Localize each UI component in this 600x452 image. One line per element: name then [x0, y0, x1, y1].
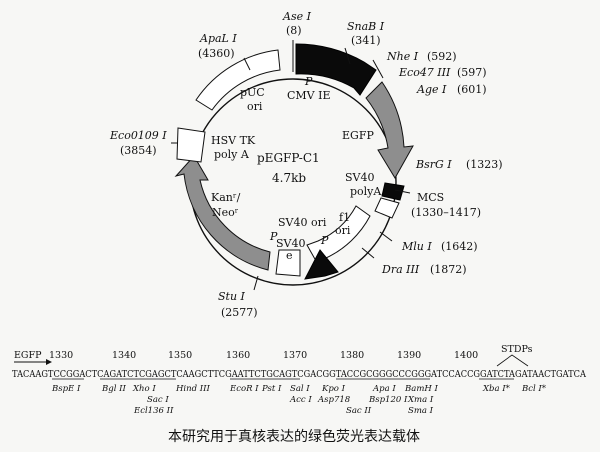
- seq-num-1390: 1390: [397, 350, 421, 361]
- seq-dna: TACAAGTCCGGACTCAGATCTCGAGCTCAAGCTTCGAATT…: [12, 369, 586, 380]
- seq-num-1380: 1380: [340, 350, 364, 361]
- f1-label-2: ori: [335, 224, 351, 237]
- seq-num-1330: 1330: [49, 350, 73, 361]
- enz-xmai: Xma I: [407, 395, 434, 405]
- enz-ecl136ii: Ecl136 II: [133, 406, 174, 416]
- p-label: P: [320, 234, 329, 247]
- enz-kpoi: Kpo I: [321, 384, 346, 394]
- enz-xhoi: Xho I: [132, 384, 156, 394]
- psv40-black-arrow: [304, 249, 339, 280]
- site-snabi-pos: (341): [351, 34, 381, 47]
- puc-label-1: pUC: [240, 86, 265, 99]
- enz-apai: Apa I: [372, 384, 396, 394]
- enz-asp718: Asp718: [317, 395, 351, 405]
- site-bsrgi-pos: (1323): [466, 158, 503, 171]
- site-asei-pos: (8): [286, 24, 302, 37]
- sv40polya-label-1: SV40: [345, 171, 374, 184]
- site-agei-pos: (601): [457, 83, 487, 96]
- mcs-sequence: EGFP STDPs 1330 1340 1350 1360 1370 1380…: [12, 344, 586, 416]
- seq-num-1340: 1340: [112, 350, 136, 361]
- puc-label-2: ori: [247, 100, 263, 113]
- mcs-block: [374, 197, 400, 219]
- sv40-polya-block: [381, 182, 405, 201]
- site-draiii-pos: (1872): [430, 263, 467, 276]
- draiii-tick: [361, 247, 375, 259]
- site-asei-name: Ase I: [282, 10, 312, 23]
- stui-tick: [253, 275, 259, 291]
- pcmv-promoter-arrow: [295, 43, 377, 96]
- enz-smai: Sma I: [408, 406, 434, 416]
- snabi-tick: [344, 47, 351, 65]
- enz-hindiii: Hind III: [175, 384, 210, 394]
- enz-saci: Sac I: [147, 395, 169, 405]
- enz-acci: Acc I: [289, 395, 312, 405]
- mlui-tick: [379, 231, 393, 242]
- seq-num-1360: 1360: [226, 350, 250, 361]
- site-eco47-name: Eco47 III: [398, 66, 451, 79]
- site-eco0109-pos: (3854): [120, 144, 157, 157]
- site-nhei-pos: (592): [427, 50, 457, 63]
- kan-neo-arrow: [174, 155, 271, 271]
- hsvtk-polya-block: [176, 127, 206, 163]
- kanneo-label-1: Kanʳ/: [211, 191, 241, 204]
- enz-bcli: Bcl I*: [521, 384, 547, 394]
- site-mlui-pos: (1642): [441, 240, 478, 253]
- seq-stdps-bracket: [496, 354, 529, 367]
- seq-num-1370: 1370: [283, 350, 307, 361]
- enz-bspei: BspE I: [51, 384, 81, 394]
- psv40-p-label: P: [269, 230, 278, 243]
- site-apali-pos: (4360): [198, 47, 235, 60]
- enz-sali: Sal I: [290, 384, 310, 394]
- f1-ori-arrow: [306, 205, 371, 269]
- sv40polya-label-2: polyA: [350, 185, 382, 198]
- site-eco47-pos: (597): [457, 66, 487, 79]
- psv40-e-label: e: [286, 249, 293, 262]
- enz-bsp120i: Bsp120 I: [368, 395, 408, 405]
- site-snabi-name: SnaB I: [347, 20, 385, 33]
- sv40ori-label: SV40 ori: [278, 216, 327, 229]
- egfp-label: EGFP: [342, 129, 374, 142]
- bsrgi-tick: [394, 189, 411, 194]
- mcs-range-label: (1330–1417): [411, 206, 481, 219]
- site-eco0109-name: Eco0109 I: [109, 129, 167, 142]
- puc-ori-block: [195, 49, 281, 111]
- seq-egfp-label: EGFP: [14, 350, 42, 361]
- enz-psti: Pst I: [261, 384, 282, 394]
- site-nhei-name: Nhe I: [386, 50, 419, 63]
- enz-bamhi: BamH I: [404, 384, 438, 394]
- psv40-name-label: SV40: [276, 237, 305, 250]
- hsvtk-label-2: poly A: [214, 148, 250, 161]
- site-draiii-name: Dra III: [381, 263, 420, 276]
- site-stui-pos: (2577): [221, 306, 258, 319]
- plasmid-name: pEGFP-C1: [257, 151, 320, 165]
- seq-num-1350: 1350: [168, 350, 192, 361]
- site-mlui-name: Mlu I: [401, 240, 432, 253]
- psv40-e-block: [275, 249, 301, 277]
- seq-egfp-arrowhead: [46, 359, 52, 365]
- plasmid-size: 4.7kb: [272, 171, 306, 185]
- enz-ecori: EcoR I: [229, 384, 259, 394]
- hsvtk-label-1: HSV TK: [211, 134, 256, 147]
- pcmv-name-label: CMV IE: [287, 89, 331, 102]
- figure-caption: 本研究用于真核表达的绿色荧光表达载体: [168, 428, 420, 445]
- enz-sacii: Sac II: [346, 406, 372, 416]
- kanneo-label-2: Neoʳ: [212, 206, 239, 219]
- enz-xbai: Xba I*: [482, 384, 511, 394]
- enz-bglii: Bgl II: [101, 384, 126, 394]
- site-stui-name: Stu I: [218, 290, 246, 303]
- site-agei-name: Age I: [416, 83, 447, 96]
- nhei-tick: [372, 59, 384, 79]
- seq-num-1400: 1400: [454, 350, 478, 361]
- f1-label-1: f1: [339, 211, 350, 224]
- site-apali-name: ApaL I: [199, 32, 237, 45]
- pcmv-p-label: P: [304, 75, 313, 88]
- site-bsrgi-name: BsrG I: [415, 158, 452, 171]
- apali-tick: [243, 57, 251, 71]
- mcs-label: MCS: [417, 191, 444, 204]
- seq-stdps-label: STDPs: [501, 344, 533, 355]
- egfp-arrow: [365, 81, 414, 179]
